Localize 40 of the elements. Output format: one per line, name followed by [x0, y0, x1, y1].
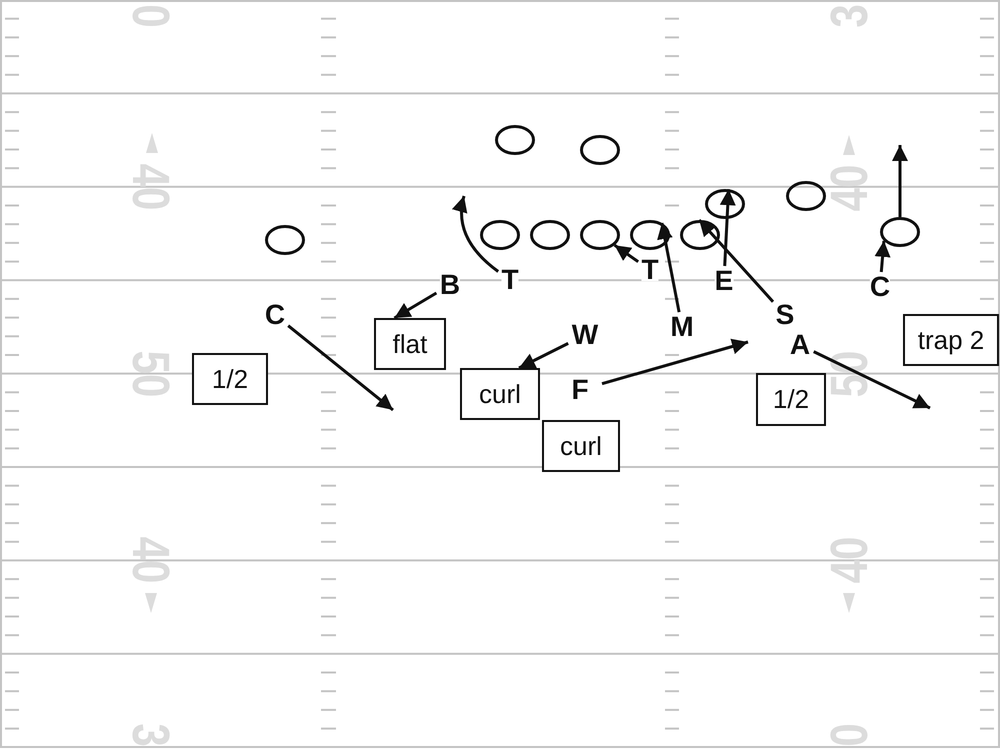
player-oval	[580, 135, 620, 165]
coverage-zone-box: 1/2	[192, 353, 268, 405]
player-oval	[786, 181, 826, 211]
player-oval	[580, 220, 620, 250]
player-oval	[480, 220, 520, 250]
player-oval	[705, 189, 745, 219]
player-oval	[630, 220, 670, 250]
defender-letter: B	[440, 274, 460, 296]
arrow	[518, 342, 569, 370]
defender-letter: C	[264, 304, 286, 326]
defender-letter: E	[714, 270, 734, 292]
defender-letter: A	[790, 334, 810, 356]
arrow	[394, 292, 438, 320]
arrow	[614, 244, 640, 263]
defender-letter: M	[670, 316, 694, 338]
arrow	[698, 219, 774, 303]
arrow	[452, 196, 500, 273]
arrow	[287, 324, 394, 412]
arrow	[720, 189, 736, 266]
arrow	[892, 145, 908, 217]
arrow	[813, 350, 931, 410]
defender-letter: T	[501, 269, 519, 291]
defender-letter: F	[571, 379, 589, 401]
player-oval	[265, 225, 305, 255]
arrow	[602, 338, 748, 386]
player-oval	[680, 220, 720, 250]
player-oval	[495, 125, 535, 155]
player-oval	[880, 217, 920, 247]
arrow	[874, 240, 891, 272]
arrow	[657, 222, 681, 312]
defender-letter: T	[641, 259, 659, 281]
coverage-zone-box: 1/2	[756, 373, 826, 426]
coverage-zone-box: curl	[460, 368, 540, 420]
defender-letter: W	[572, 324, 598, 346]
player-oval	[530, 220, 570, 250]
coverage-zone-box: curl	[542, 420, 620, 472]
coverage-zone-box: trap 2	[903, 314, 999, 366]
defender-letter: C	[870, 276, 890, 298]
coverage-zone-box: flat	[374, 318, 446, 370]
defender-letter: S	[776, 304, 794, 326]
